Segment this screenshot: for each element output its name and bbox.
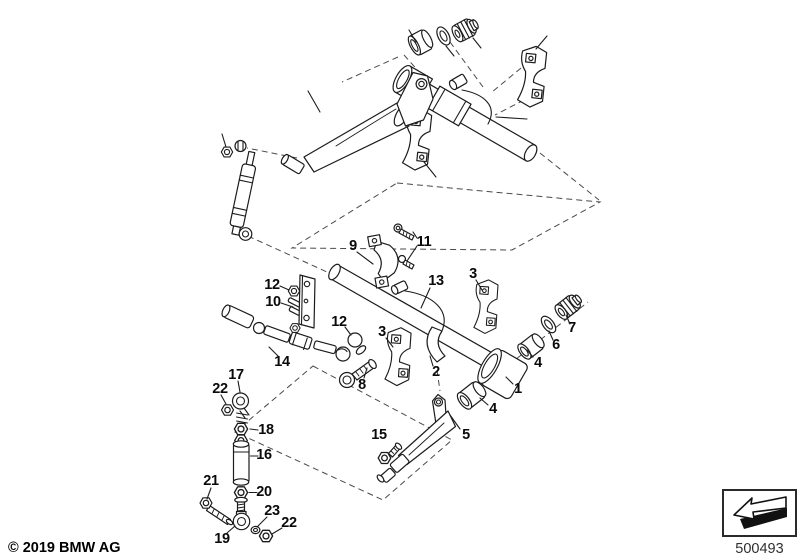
stabilizer-link [220, 392, 251, 531]
shift-lever-upper [280, 71, 434, 175]
strap-clamp [367, 234, 399, 289]
clamp-screws [393, 223, 415, 270]
spring-wire [404, 290, 445, 334]
bushing-set-right [456, 294, 583, 410]
damper-nut [220, 146, 234, 158]
cable-cap [390, 280, 409, 295]
hex-bolt-15 [377, 442, 403, 465]
mounting-plate [287, 274, 316, 333]
vibration-damper [220, 139, 257, 241]
direction-arrow-icon [733, 496, 787, 529]
bearing-block-left [383, 326, 413, 387]
top-bushing-set [407, 18, 479, 56]
nut [287, 285, 301, 297]
shift-rod [221, 304, 367, 362]
ball-stud [347, 332, 363, 348]
shaft-clamp-bracket [515, 44, 549, 109]
socket-bolt [338, 358, 377, 389]
diagram-code: 500493 [735, 541, 784, 557]
diagram-code-box [722, 489, 797, 537]
nut [233, 422, 249, 436]
hex-bolt-21 [199, 497, 234, 526]
cable-end-cap [448, 73, 468, 91]
shift-lever-lower [376, 393, 457, 483]
shaft-clip [426, 326, 446, 363]
nut [233, 486, 249, 499]
nut [289, 323, 301, 333]
nut [220, 404, 235, 416]
bearing-block-right [472, 278, 500, 335]
washer-and-nut [250, 525, 274, 543]
leader-lines [206, 29, 571, 535]
copyright-text: © 2019 BMW AG [8, 540, 121, 556]
retaining-spring-wire [461, 89, 492, 125]
selector-shaft [328, 263, 528, 400]
